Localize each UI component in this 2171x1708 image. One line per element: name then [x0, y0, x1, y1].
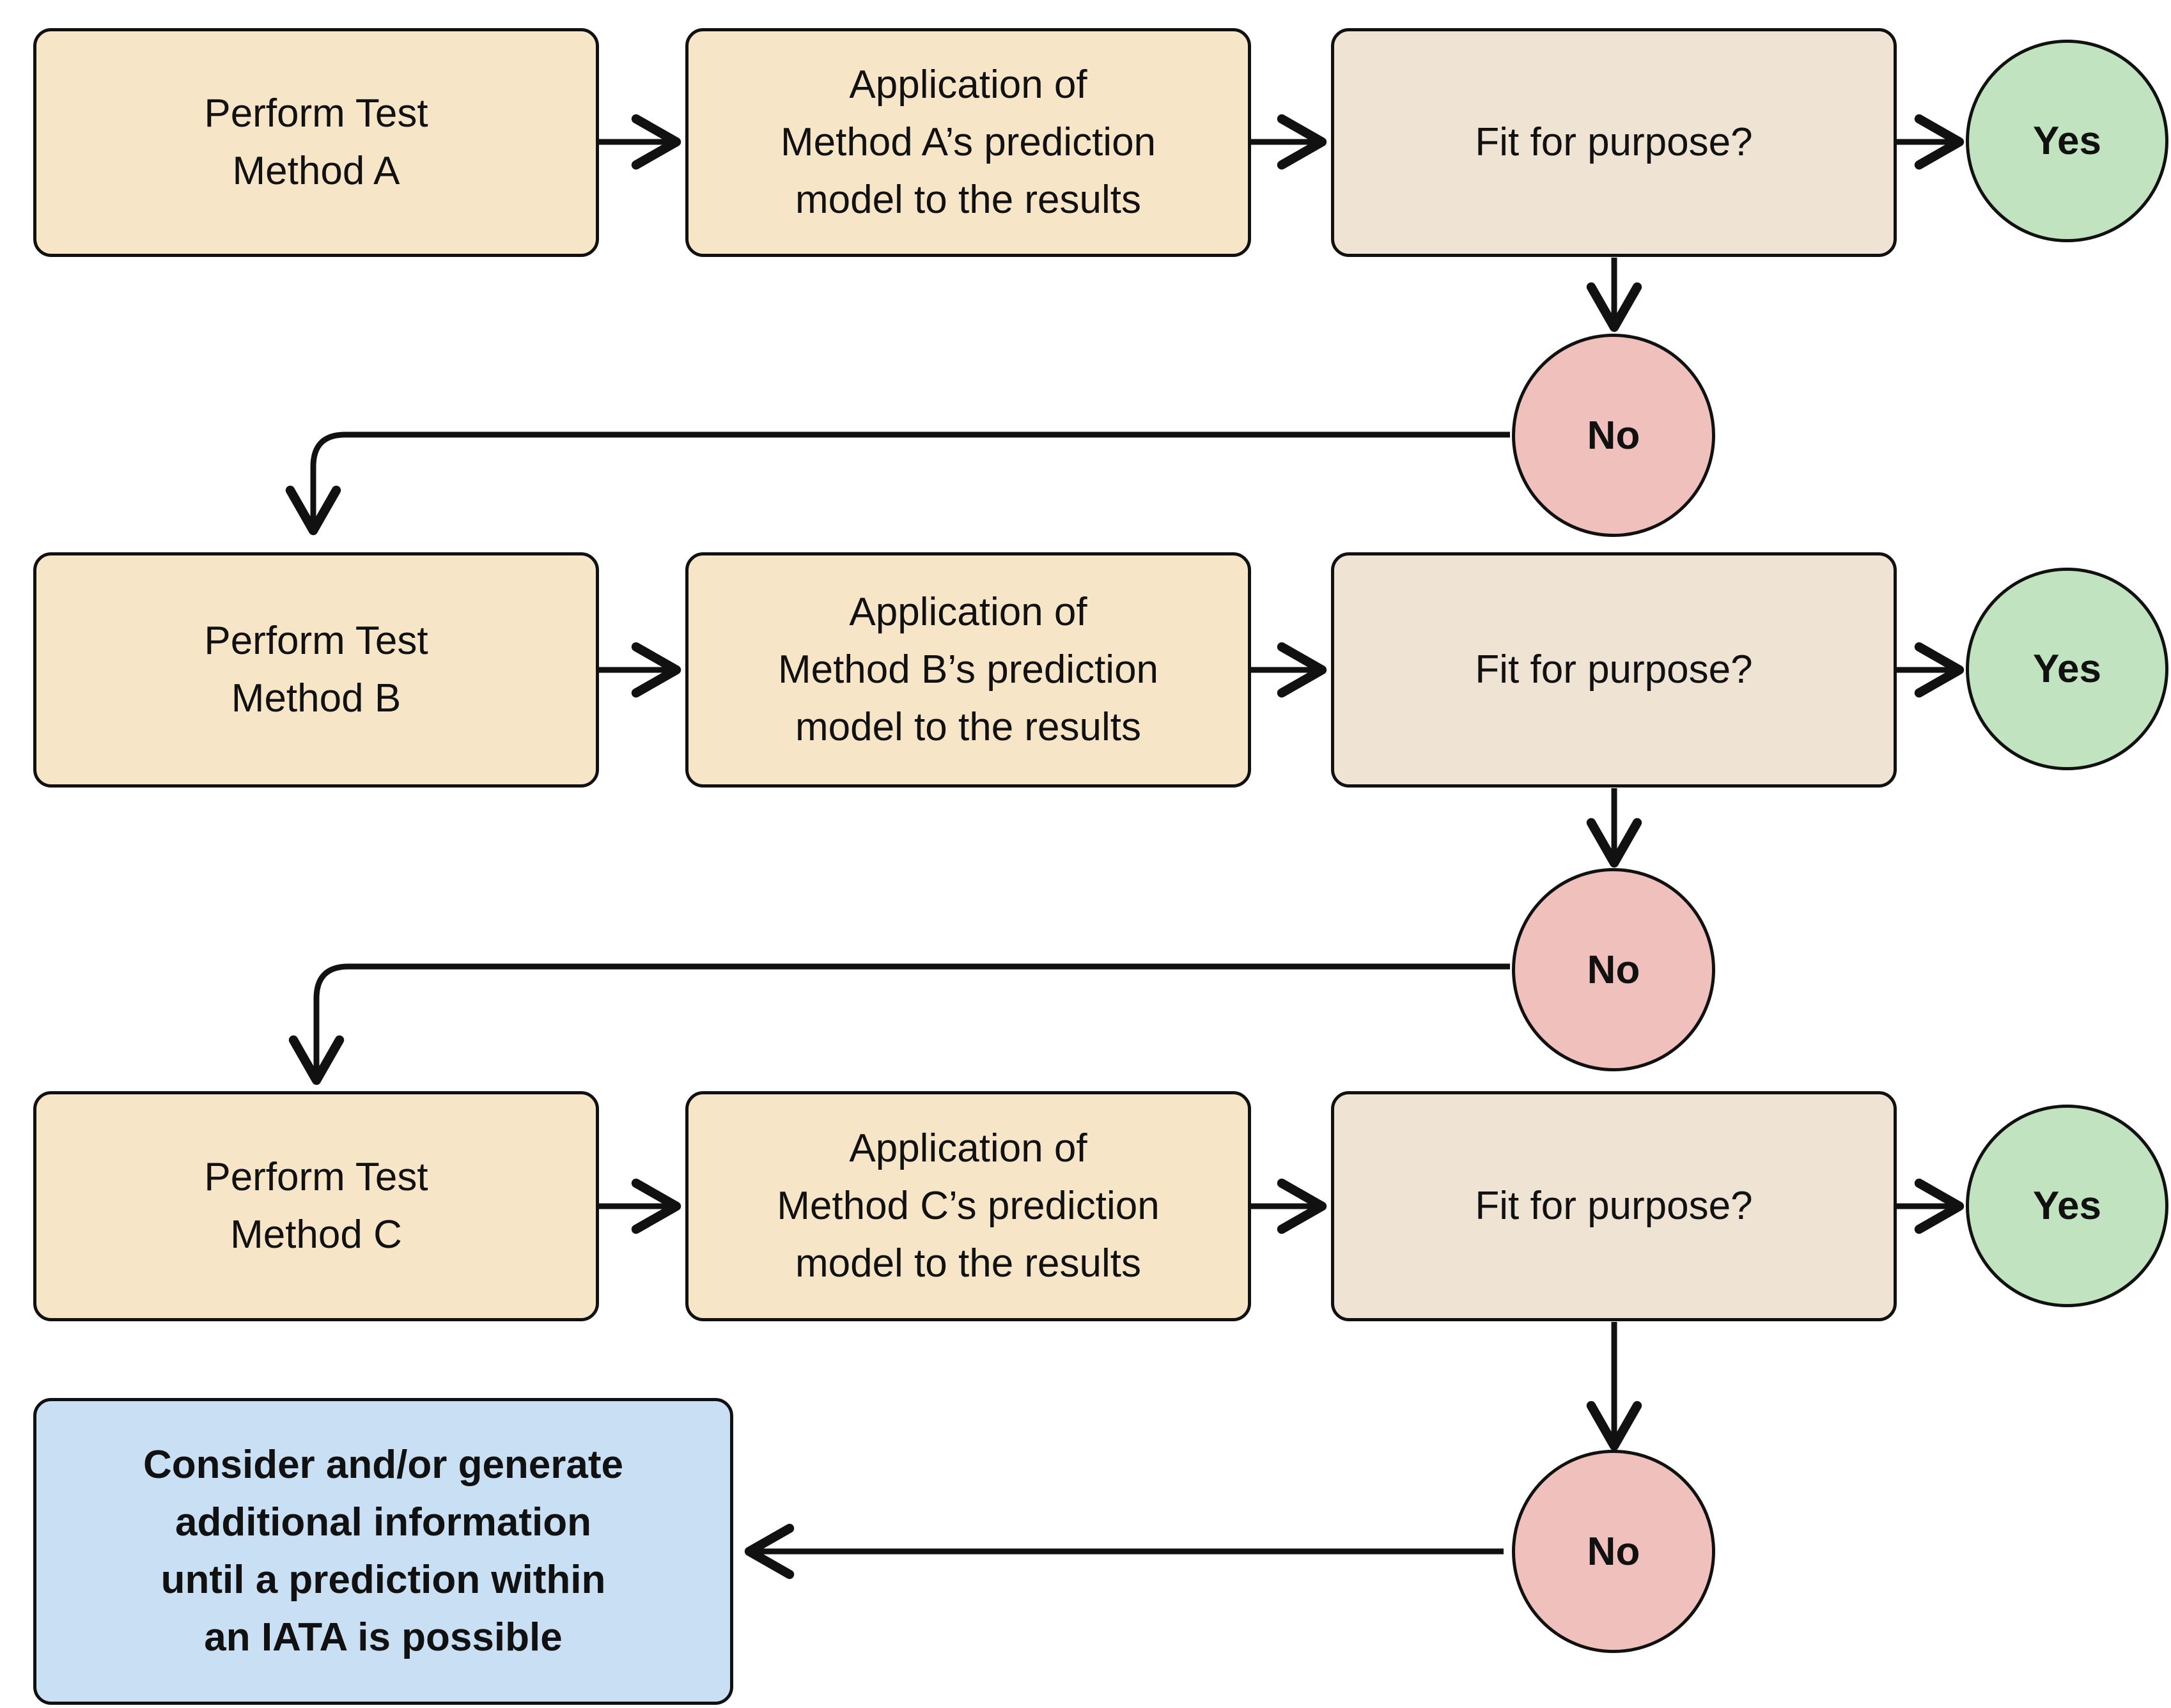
- test-method-b-label: Perform Test Method B: [204, 619, 428, 720]
- no-c-circle: No: [1512, 1450, 1715, 1653]
- test-method-c-label: Perform Test Method C: [204, 1155, 428, 1257]
- no-a-label: No: [1587, 413, 1640, 458]
- model-b-box: Application of Method B’s prediction mod…: [685, 552, 1251, 788]
- decision-b-label: Fit for purpose?: [1475, 648, 1753, 692]
- test-method-c-box: Perform Test Method C: [33, 1091, 599, 1321]
- final-outcome-box: Consider and/or generate additional info…: [33, 1398, 733, 1705]
- yes-b-circle: Yes: [1966, 568, 2168, 770]
- decision-b-box: Fit for purpose?: [1331, 552, 1897, 788]
- model-c-box: Application of Method C’s prediction mod…: [685, 1091, 1251, 1321]
- model-a-label: Application of Method A’s prediction mod…: [780, 63, 1156, 222]
- yes-a-label: Yes: [2033, 119, 2101, 163]
- decision-c-box: Fit for purpose?: [1331, 1091, 1897, 1321]
- decision-c-label: Fit for purpose?: [1475, 1184, 1753, 1228]
- yes-c-label: Yes: [2033, 1184, 2101, 1228]
- yes-c-circle: Yes: [1966, 1105, 2168, 1307]
- model-c-label: Application of Method C’s prediction mod…: [777, 1126, 1160, 1285]
- model-b-label: Application of Method B’s prediction mod…: [777, 590, 1159, 749]
- decision-a-label: Fit for purpose?: [1475, 120, 1753, 164]
- no-c-label: No: [1587, 1529, 1640, 1574]
- test-method-b-box: Perform Test Method B: [33, 552, 599, 788]
- arrow-no-b-to-test-c: [288, 963, 1510, 1085]
- no-a-circle: No: [1512, 334, 1715, 537]
- decision-a-box: Fit for purpose?: [1331, 28, 1897, 257]
- no-b-label: No: [1587, 947, 1640, 992]
- test-method-a-label: Perform Test Method A: [204, 91, 428, 193]
- model-a-box: Application of Method A’s prediction mod…: [685, 28, 1251, 257]
- yes-a-circle: Yes: [1966, 40, 2168, 242]
- test-method-a-box: Perform Test Method A: [33, 28, 599, 257]
- yes-b-label: Yes: [2033, 647, 2101, 691]
- arrow-no-a-to-test-b: [285, 431, 1510, 536]
- final-outcome-label: Consider and/or generate additional info…: [143, 1443, 624, 1659]
- no-b-circle: No: [1512, 868, 1715, 1071]
